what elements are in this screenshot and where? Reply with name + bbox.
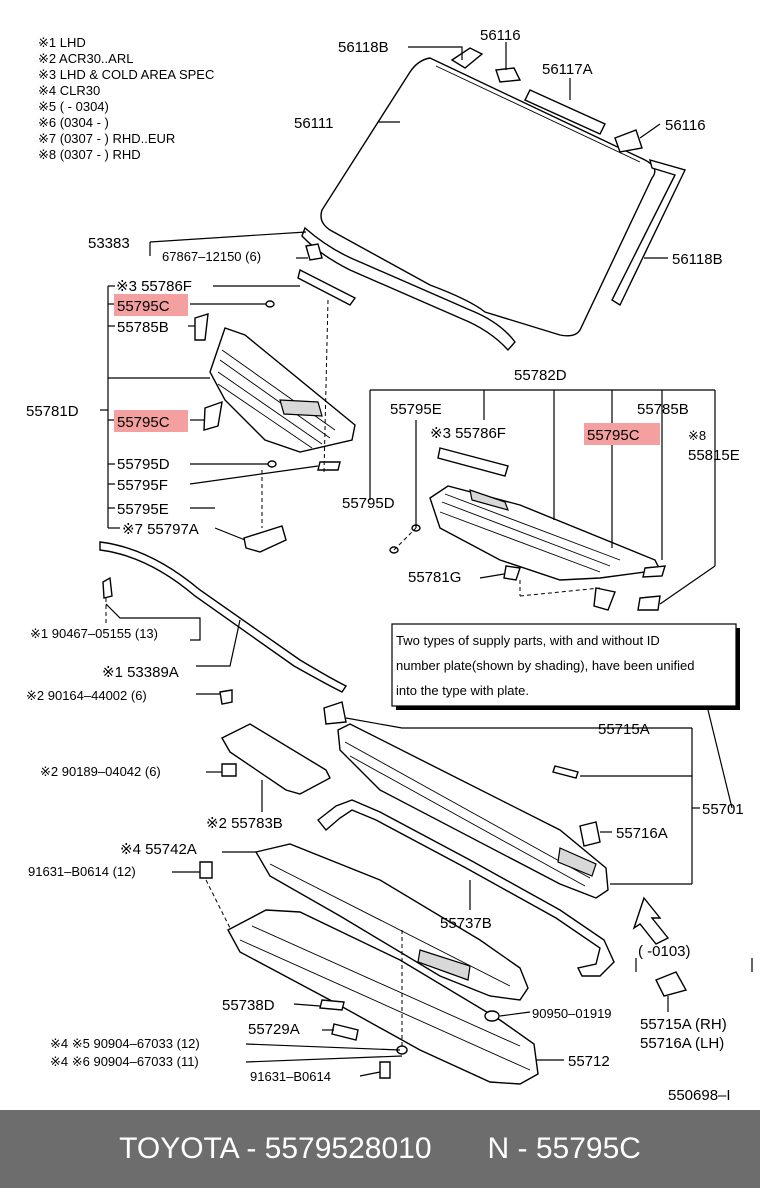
label-55737B[interactable]: 55737B [440,915,492,932]
note-1: ※1 LHD [38,35,86,50]
cowl-lower-panel-upper [254,843,529,1001]
label-55715A[interactable]: 55715A [598,721,650,738]
windshield-moulding-side [611,158,686,307]
highlight-box-2 [114,410,188,432]
label-55795D-right[interactable]: 55795D [342,495,395,512]
callout-line-1: Two types of supply parts, with and with… [396,633,660,648]
label-56111[interactable]: 56111 [294,115,334,132]
cowl-louver-right [389,447,666,611]
label-55795E-right[interactable]: 55795E [390,401,442,418]
label-55716A-LH[interactable]: 55716A (LH) [640,1035,724,1052]
label-56116-top[interactable]: 56116 [480,27,521,44]
label-55795D-left[interactable]: 55795D [117,456,170,473]
label-55786F-right[interactable]: ※3 55786F [430,425,506,442]
label-55795C-1[interactable]: 55795C [117,298,170,315]
label-55785B-left[interactable]: 55785B [117,319,169,336]
front-direction-arrow [632,896,670,945]
label-55795C-3[interactable]: 55795C [587,427,640,444]
highlight-box-1 [114,294,188,316]
cowl-panel-leaders [345,717,700,885]
hood-seal [99,541,348,693]
label-56118B-top[interactable]: 56118B [338,39,389,56]
misc-leaders [105,42,668,1077]
label-90904-11[interactable]: ※4 ※6 90904–67033 (11) [50,1054,199,1069]
highlight-box-3 [584,423,660,445]
note-8: ※8 (0307 - ) RHD [38,147,141,162]
label-55795C-2[interactable]: 55795C [117,414,170,431]
note-3: ※3 LHD & COLD AREA SPEC [38,67,214,82]
part-labels: 56118B 56116 56117A 56111 56116 56118B 5… [26,27,744,1104]
label-inset-date: ( -0103) [638,943,691,960]
label-55797A[interactable]: ※7 55797A [122,521,199,538]
label-55716A[interactable]: 55716A [616,825,668,842]
note-7: ※7 (0307 - ) RHD..EUR [38,131,175,146]
label-55729A[interactable]: 55729A [248,1021,300,1038]
inset-bracket [635,958,753,1012]
label-55786F-left[interactable]: ※3 55786F [116,278,192,295]
parts-diagram: ※1 LHD ※2 ACR30..ARL ※3 LHD & COLD AREA … [26,27,753,1104]
diagram-reference: 550698–I [668,1087,731,1104]
right-assembly-leaders [369,389,716,605]
windshield-glass [320,57,656,337]
label-55712[interactable]: 55712 [568,1053,610,1070]
callout-line-3: into the type with plate. [396,683,529,698]
note-6: ※6 (0304 - ) [38,115,109,130]
label-55795F[interactable]: 55795F [117,477,168,494]
label-53383[interactable]: 53383 [88,235,130,252]
cowl-side-panel [219,689,331,812]
note-2: ※2 ACR30..ARL [38,51,133,66]
label-90189[interactable]: ※2 90189–04042 (6) [40,764,161,779]
label-55781G[interactable]: 55781G [408,569,461,586]
callout-box: Two types of supply parts, with and with… [391,623,740,809]
footer-part-number: TOYOTA - 5579528010 [119,1132,432,1165]
label-55781D[interactable]: 55781D [26,403,79,420]
label-91631-top[interactable]: 91631–B0614 (12) [28,864,136,879]
windshield-lower-moulding [301,226,516,352]
label-56117A[interactable]: 56117A [542,61,593,78]
label-55782D[interactable]: 55782D [514,367,567,384]
label-90950[interactable]: 90950–01919 [532,1006,612,1021]
notes-block: ※1 LHD ※2 ACR30..ARL ※3 LHD & COLD AREA … [38,35,214,162]
label-56116-right[interactable]: 56116 [665,117,706,134]
label-55815E[interactable]: 55815E [688,447,740,464]
label-90904-12[interactable]: ※4 ※5 90904–67033 (12) [50,1036,200,1051]
left-assembly-leaders [100,285,329,541]
cowl-weatherstrip [317,799,615,977]
label-55742A[interactable]: ※4 55742A [120,841,197,858]
cowl-panel-outer [323,701,609,899]
label-55815E-mark: ※8 [688,428,706,443]
label-55715A-RH[interactable]: 55715A (RH) [640,1016,727,1033]
label-55701[interactable]: 55701 [702,801,744,818]
footer-bar: TOYOTA - 5579528010 N - 55795C [0,1110,760,1188]
windshield-moulding-top [450,47,643,153]
label-90164[interactable]: ※2 90164–44002 (6) [26,688,147,703]
label-53389A[interactable]: ※1 53389A [102,664,179,681]
label-55785B-right[interactable]: 55785B [637,401,689,418]
cowl-louver-left [194,268,357,553]
label-90467[interactable]: ※1 90467–05155 (13) [30,626,158,641]
label-55795E-left[interactable]: 55795E [117,501,169,518]
note-4: ※4 CLR30 [38,83,100,98]
label-55738D[interactable]: 55738D [222,997,275,1014]
footer-ref-number: N - 55795C [487,1132,641,1165]
cowl-lower-panel [199,861,539,1085]
note-5: ※5 ( - 0304) [38,99,109,114]
label-56118B-right[interactable]: 56118B [672,251,723,268]
label-67867[interactable]: 67867–12150 (6) [162,249,261,264]
label-55783B[interactable]: ※2 55783B [206,815,283,832]
callout-line-2: number plate(shown by shading), have bee… [396,658,694,673]
label-91631-bottom[interactable]: 91631–B0614 [250,1069,331,1084]
